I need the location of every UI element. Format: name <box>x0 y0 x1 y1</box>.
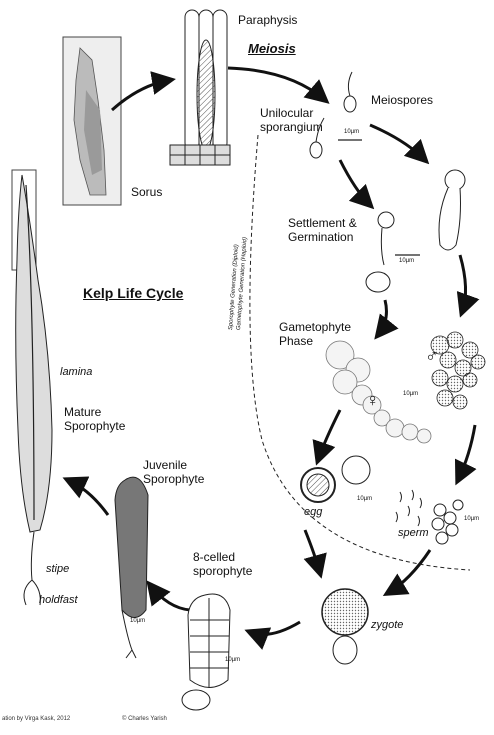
scale-label-germination: 10µm <box>399 258 414 265</box>
label-mature: Mature <box>64 406 101 419</box>
mature-sporophyte-drawing <box>12 170 52 605</box>
label-lamina: lamina <box>60 366 92 379</box>
label-juvenile: Juvenile <box>143 459 187 472</box>
label-kelp-life-cycle: Kelp Life Cycle <box>83 285 183 301</box>
scale-label-egg: 10µm <box>357 496 372 503</box>
label-mature-sporophyte: Sporophyte <box>64 420 125 433</box>
germinating-spores <box>366 170 465 292</box>
label-sporangium: sporangium <box>260 121 323 134</box>
label-meiospores: Meiospores <box>371 94 433 107</box>
label-eight-celled-sporophyte: sporophyte <box>193 565 252 578</box>
label-germination: Germination <box>288 231 353 244</box>
label-zygote: zygote <box>371 619 403 632</box>
credit-copyright: © Charles Yarish <box>122 716 167 722</box>
label-egg: egg <box>304 506 322 519</box>
label-juvenile-sporophyte: Sporophyte <box>143 473 204 486</box>
label-meiosis: Meiosis <box>248 41 296 56</box>
label-sperm: sperm <box>398 527 429 540</box>
scale-label-eight-celled: 10µm <box>225 657 240 664</box>
label-eight-celled: 8-celled <box>193 551 235 564</box>
scale-label-meiospores: 10µm <box>344 129 359 136</box>
label-phase: Phase <box>279 335 313 348</box>
eight-celled-sporophyte-drawing <box>182 594 230 710</box>
scale-label-juvenile: 10µm <box>130 618 145 625</box>
label-settlement: Settlement & <box>288 217 357 230</box>
juvenile-sporophyte-drawing <box>115 477 148 658</box>
label-gametophyte: Gametophyte <box>279 321 351 334</box>
credit-illustration: ation by Virga Kask, 2012 <box>2 716 70 722</box>
sporangium-drawing <box>170 10 230 165</box>
label-stipe: stipe <box>46 563 69 576</box>
meiospores <box>310 72 362 158</box>
label-unilocular: Unilocular <box>260 107 313 120</box>
label-sorus: Sorus <box>131 186 162 199</box>
label-holdfast: holdfast <box>39 594 78 607</box>
male-gametophyte <box>431 332 485 409</box>
label-paraphysis: Paraphysis <box>238 14 297 27</box>
zygote-cell <box>322 589 368 664</box>
sorus-inset <box>63 37 121 205</box>
scale-label-gametophyte: 10µm <box>403 391 418 398</box>
male-symbol: ♂ <box>425 350 439 363</box>
scale-label-sperm: 10µm <box>464 516 479 523</box>
female-symbol: ♀ <box>366 394 380 407</box>
